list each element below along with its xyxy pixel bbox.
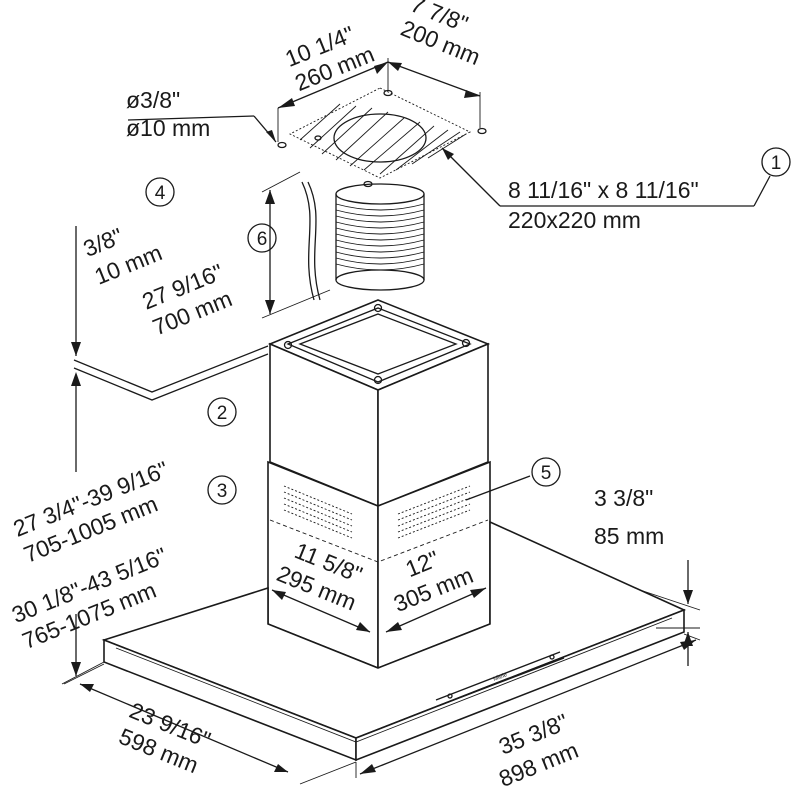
dim-top-spacing bbox=[277, 58, 481, 142]
hole-leader bbox=[127, 115, 255, 121]
mount-hole bbox=[383, 89, 393, 97]
power-cable bbox=[301, 181, 321, 301]
mount-hole bbox=[314, 135, 322, 141]
ceiling-mount-plate bbox=[277, 87, 487, 188]
svg-text:3: 3 bbox=[217, 481, 228, 502]
dim-left-vertical bbox=[61, 226, 105, 685]
opening-leader bbox=[441, 147, 501, 207]
svg-text:4: 4 bbox=[155, 183, 166, 204]
opening-leader bbox=[753, 175, 771, 207]
brand-logo: Miele bbox=[493, 672, 509, 683]
callout-1: 1 bbox=[761, 147, 791, 177]
svg-text:6: 6 bbox=[257, 229, 268, 250]
ceiling-line bbox=[73, 353, 269, 401]
vent-grille bbox=[397, 485, 471, 539]
callout-2: 2 bbox=[207, 397, 237, 427]
canopy-height-metric-label: 85 mm bbox=[594, 523, 664, 549]
canopy-height-imperial-label: 3 3/8" bbox=[594, 485, 653, 511]
hole-diameter-imperial-label: ø3/8" bbox=[126, 87, 180, 113]
ceiling-line bbox=[73, 345, 269, 393]
hole-diameter-metric-label: ø10 mm bbox=[126, 115, 210, 141]
callout-5: 5 bbox=[531, 457, 561, 487]
dim-duct-height bbox=[261, 171, 331, 319]
svg-text:1: 1 bbox=[771, 153, 782, 174]
vent-grille bbox=[283, 485, 353, 539]
dim-hood-footprint bbox=[63, 633, 701, 785]
callout-3: 3 bbox=[207, 475, 237, 505]
flexible-duct bbox=[335, 183, 425, 291]
mount-hole bbox=[277, 141, 287, 149]
chimney bbox=[267, 299, 491, 670]
hood-canopy: Miele bbox=[101, 520, 687, 762]
svg-text:5: 5 bbox=[541, 463, 552, 484]
callout-4: 4 bbox=[145, 177, 175, 207]
dim-chimney-base bbox=[267, 568, 491, 633]
opening-metric-label: 220x220 mm bbox=[508, 207, 641, 233]
opening-imperial-label: 8 11/16" x 8 11/16" bbox=[508, 177, 699, 203]
svg-text:2: 2 bbox=[217, 403, 228, 424]
mount-hole bbox=[477, 127, 487, 135]
callout-6: 6 bbox=[247, 223, 277, 253]
callout-5-leader bbox=[465, 475, 531, 501]
